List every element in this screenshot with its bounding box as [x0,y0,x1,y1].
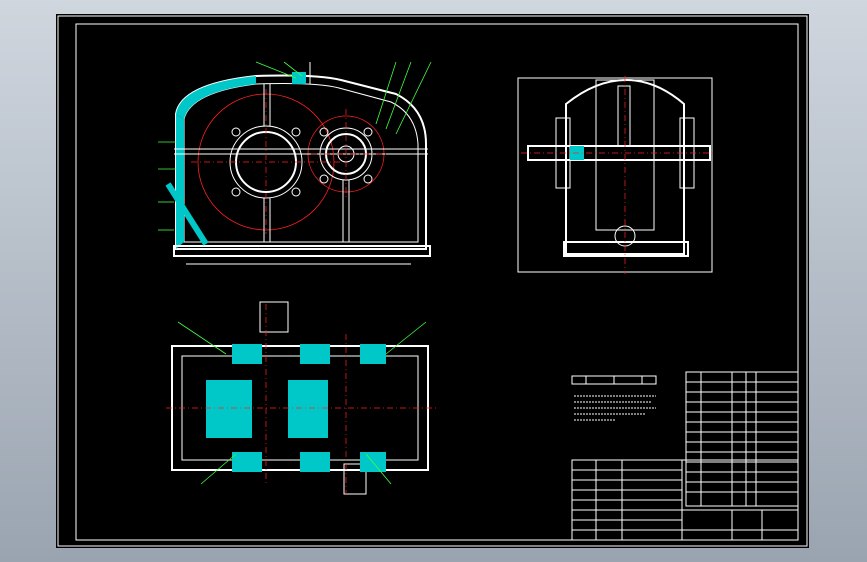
leader [200,453,237,485]
side-shaft [527,145,711,161]
parts-list-table [685,371,799,507]
leader [385,61,412,130]
inner-frame [75,23,799,541]
leader [177,321,227,355]
outer-frame [57,15,808,547]
bearing-cap [360,344,386,364]
cad-drawing-viewport[interactable] [56,14,809,548]
bolt [319,174,329,184]
side-base [563,241,689,257]
section-cover [176,76,256,119]
technical-notes [571,375,657,421]
bolt [363,127,373,137]
bolt [291,127,301,137]
leader [365,453,392,485]
gear-section-2 [288,380,328,438]
leader [395,61,432,135]
bolt [231,127,241,137]
bolt [291,187,301,197]
bolt [231,187,241,197]
bearing-cap [232,344,262,364]
leader [255,61,297,79]
front-view [158,61,432,265]
side-view [517,76,716,274]
output-shaft-end [343,463,367,495]
side-frame [517,77,713,273]
gear-section-1 [206,380,252,438]
bolt [363,174,373,184]
input-shaft-end [259,301,289,333]
housing-inner [183,83,419,243]
leader [385,321,427,355]
section-wall-left [176,114,184,249]
dipstick [165,182,209,246]
leader [283,61,303,77]
top-view [166,301,436,495]
bearing-cap [300,344,330,364]
leader [375,61,397,125]
base-flange [173,245,431,257]
bolt [319,127,329,137]
breather [292,72,306,84]
title-block [571,459,799,541]
side-slot [617,85,631,147]
drawing-sheet [57,15,808,547]
parts-list [685,371,799,507]
bearing-cap [300,452,330,472]
bearing-cap [232,452,262,472]
